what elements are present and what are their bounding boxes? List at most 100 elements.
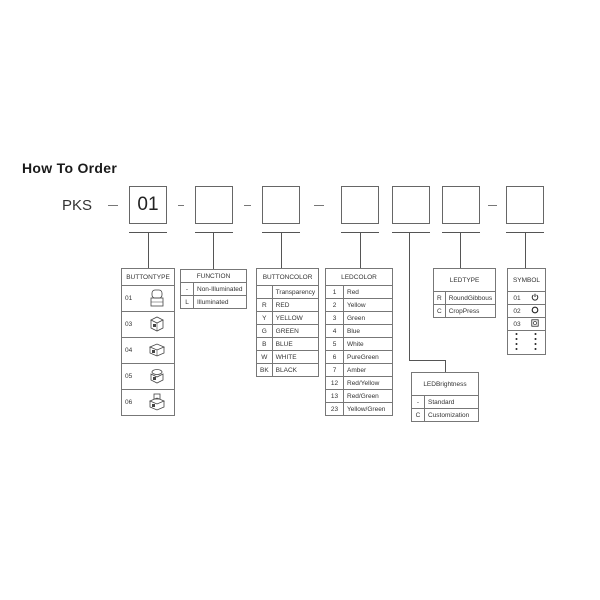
code-box-value: 01 [137, 194, 159, 215]
code-box-buttoncolor [262, 186, 300, 224]
buttoncolor-code: B [256, 337, 273, 351]
separator-dash [178, 205, 184, 206]
function-code: - [180, 282, 194, 296]
ledbrightness-label: Customization [424, 408, 479, 422]
buttontype-code: 03 [120, 311, 141, 338]
connector-bar [442, 232, 480, 233]
code-box-ledbrightness [392, 186, 430, 224]
connector-line [460, 232, 461, 268]
ledcolor-header: LEDCOLOR [325, 268, 393, 286]
symbol-code: 02 [506, 304, 526, 318]
ledcolor-code: 12 [325, 376, 344, 390]
ledtype-header: LEDTYPE [432, 268, 497, 292]
connector-bar [195, 232, 233, 233]
power-icon [525, 291, 546, 305]
ledcolor-label: PureGreen [343, 350, 393, 364]
ellipsis-icon [525, 330, 546, 355]
buttontype-code: 05 [120, 363, 141, 390]
code-box-buttontype: 01 [129, 186, 167, 224]
separator-dash [244, 205, 251, 206]
connector-line [409, 232, 410, 360]
connector-line [213, 232, 214, 269]
buttoncolor-header: BUTTONCOLOR [255, 268, 320, 286]
buttoncolor-label: RED [271, 298, 320, 312]
ledcolor-code: 5 [325, 337, 344, 351]
ledcolor-code: 3 [325, 311, 344, 325]
buttontype-code: 04 [120, 337, 141, 364]
ledcolor-label: Amber [343, 363, 393, 377]
ledtype-code: R [433, 291, 446, 305]
connector-line [525, 232, 526, 268]
ledcolor-label: Red [343, 285, 393, 299]
symbol-table: SYMBOL 01 02 03 [506, 268, 546, 355]
model-prefix: PKS [62, 197, 93, 214]
ledcolor-code: 2 [325, 298, 344, 312]
ledcolor-label: Yellow/Green [343, 402, 393, 416]
connector-line [445, 360, 446, 372]
symbol-code: 03 [506, 317, 526, 331]
buttoncolor-label: Transparency [271, 285, 320, 299]
ledtype-code: C [433, 304, 446, 318]
code-box-function [195, 186, 233, 224]
ellipsis-icon [506, 330, 526, 355]
ledbrightness-label: Standard [424, 395, 479, 409]
connector-line [281, 232, 282, 268]
ring-icon [525, 304, 546, 318]
function-code: L [180, 295, 194, 309]
raised-button-icon [140, 389, 175, 416]
ledcolor-label: Red/Green [343, 389, 393, 403]
round-flat-button-icon [140, 363, 175, 390]
page-title: How To Order [22, 160, 118, 176]
separator-dash [108, 205, 118, 206]
buttoncolor-code: G [256, 324, 273, 338]
framed-symbol-icon [525, 317, 546, 331]
ledcolor-code: 7 [325, 363, 344, 377]
code-box-symbol [506, 186, 544, 224]
ledcolor-label: Red/Yellow [343, 376, 393, 390]
buttontype-code: 01 [120, 285, 141, 312]
buttoncolor-label: YELLOW [271, 311, 320, 325]
separator-dash [488, 205, 497, 206]
ledcolor-label: White [343, 337, 393, 351]
symbol-code: 01 [506, 291, 526, 305]
connector-line [148, 232, 149, 268]
ledbrightness-code: - [411, 395, 425, 409]
buttoncolor-label: WHITE [271, 350, 320, 364]
buttoncolor-code: W [256, 350, 273, 364]
ledbrightness-header: LEDBrightness [411, 372, 479, 396]
buttoncolor-label: BLUE [271, 337, 320, 351]
function-label: Illuminated [193, 295, 247, 309]
buttoncolor-label: BLACK [271, 363, 320, 377]
buttoncolor-code: Y [256, 311, 273, 325]
code-box-ledtype [442, 186, 480, 224]
ledtype-label: RoundGibbous [444, 291, 497, 305]
ledbrightness-code: C [411, 408, 425, 422]
ledcolor-label: Yellow [343, 298, 393, 312]
ledcolor-code: 1 [325, 285, 344, 299]
connector-elbow [409, 360, 445, 361]
separator-dash [314, 205, 324, 206]
buttoncolor-code [256, 285, 273, 299]
buttoncolor-label: GREEN [271, 324, 320, 338]
ledcolor-code: 13 [325, 389, 344, 403]
ledcolor-label: Green [343, 311, 393, 325]
symbol-header: SYMBOL [507, 268, 546, 292]
buttontype-table: BUTTONTYPE 01 03 04 05 06 [120, 268, 175, 416]
buttontype-code: 06 [120, 389, 141, 416]
code-box-ledcolor [341, 186, 379, 224]
function-label: Non-Illuminated [193, 282, 247, 296]
buttoncolor-code: BK [256, 363, 273, 377]
connector-line [360, 232, 361, 268]
buttontype-header: BUTTONTYPE [121, 268, 175, 286]
function-header: FUNCTION [180, 269, 247, 283]
ledcolor-code: 4 [325, 324, 344, 338]
square-flat-button-icon [140, 337, 175, 364]
connector-bar [392, 232, 430, 233]
buttoncolor-code: R [256, 298, 273, 312]
round-cap-button-icon [140, 285, 175, 312]
